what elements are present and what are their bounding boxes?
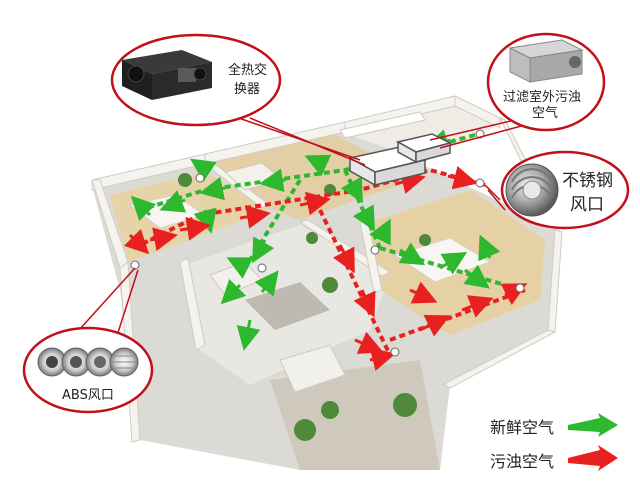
callout-abs-vent: ABS风口 xyxy=(22,267,154,414)
callout-stainless-label-1: 不锈钢 xyxy=(562,171,613,191)
armchair xyxy=(279,344,346,393)
callout-stainless-vent: 不锈钢 风口 xyxy=(484,150,630,230)
callout-filter: 过滤室外污浊 空气 xyxy=(429,32,606,149)
balcony-floor xyxy=(270,360,440,470)
wall xyxy=(179,257,206,351)
callout-filter-label-2: 空气 xyxy=(532,105,558,121)
dirty-air-arrows xyxy=(123,165,528,372)
wall xyxy=(443,329,557,389)
legend-dirty-arrow xyxy=(568,445,618,471)
dirty-air-duct xyxy=(129,167,526,356)
callout-heat-exchanger: 全热交 换器 xyxy=(110,33,366,166)
kitchen-floor xyxy=(330,100,500,160)
stainless-vent-icon xyxy=(505,163,559,217)
callout-stainless-label-2: 风口 xyxy=(570,195,604,215)
plants xyxy=(178,173,431,441)
callout-abs-label: ABS风口 xyxy=(62,388,114,403)
callout-heat-exchanger-label-1: 全热交 xyxy=(228,62,267,78)
legend-fresh-arrow xyxy=(568,413,618,437)
legend-dirty-air-label: 污浊空气 xyxy=(490,452,555,471)
callout-heat-exchanger-label-2: 换器 xyxy=(234,82,260,97)
wall xyxy=(454,95,501,129)
abs-vent-icons xyxy=(37,347,139,377)
heat-exchanger-device-icon xyxy=(122,50,212,100)
callout-filter-label-1: 过滤室外污浊 xyxy=(503,89,581,105)
kitchen-counter xyxy=(339,111,426,139)
filter-device-icon xyxy=(508,39,584,83)
legend-fresh-air-label: 新鲜空气 xyxy=(490,418,555,437)
